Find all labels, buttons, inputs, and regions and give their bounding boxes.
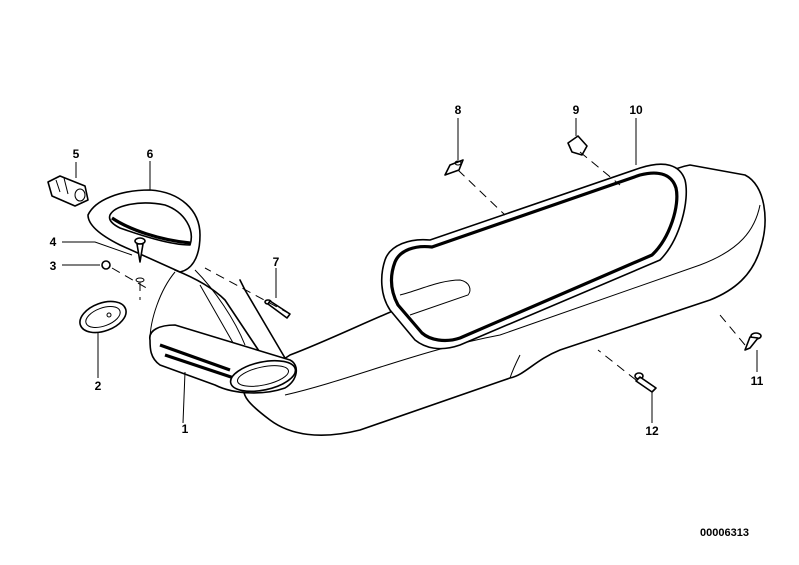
callout-1: 1: [182, 422, 189, 436]
callout-9: 9: [573, 103, 580, 117]
callout-2: 2: [95, 379, 102, 393]
callout-5: 5: [73, 147, 80, 161]
screw-12: [634, 372, 657, 393]
callout-3: 3: [50, 259, 57, 273]
oval-plug: [79, 300, 127, 334]
document-id: 00006313: [700, 527, 749, 539]
assembly-lines: [111, 151, 746, 381]
callout-labels: 1 2 3 4 5 6 7 8 9 10 11 12: [50, 103, 764, 438]
clip-nut: [567, 135, 588, 156]
callout-10: 10: [629, 103, 643, 117]
leader-lines: [62, 118, 758, 424]
callout-11: 11: [751, 374, 764, 388]
small-nut: [101, 260, 111, 270]
upper-cap: [87, 189, 246, 346]
screw-11: [744, 332, 762, 351]
armrest-cushion: [380, 163, 688, 350]
callout-4: 4: [50, 235, 57, 249]
screw-8: [444, 159, 464, 176]
callout-12: 12: [645, 424, 659, 438]
screw-7: [264, 299, 291, 319]
clip: [47, 175, 89, 207]
cap-screw: [134, 237, 146, 283]
callout-6: 6: [147, 147, 154, 161]
callout-8: 8: [455, 103, 462, 117]
callout-7: 7: [273, 255, 280, 269]
